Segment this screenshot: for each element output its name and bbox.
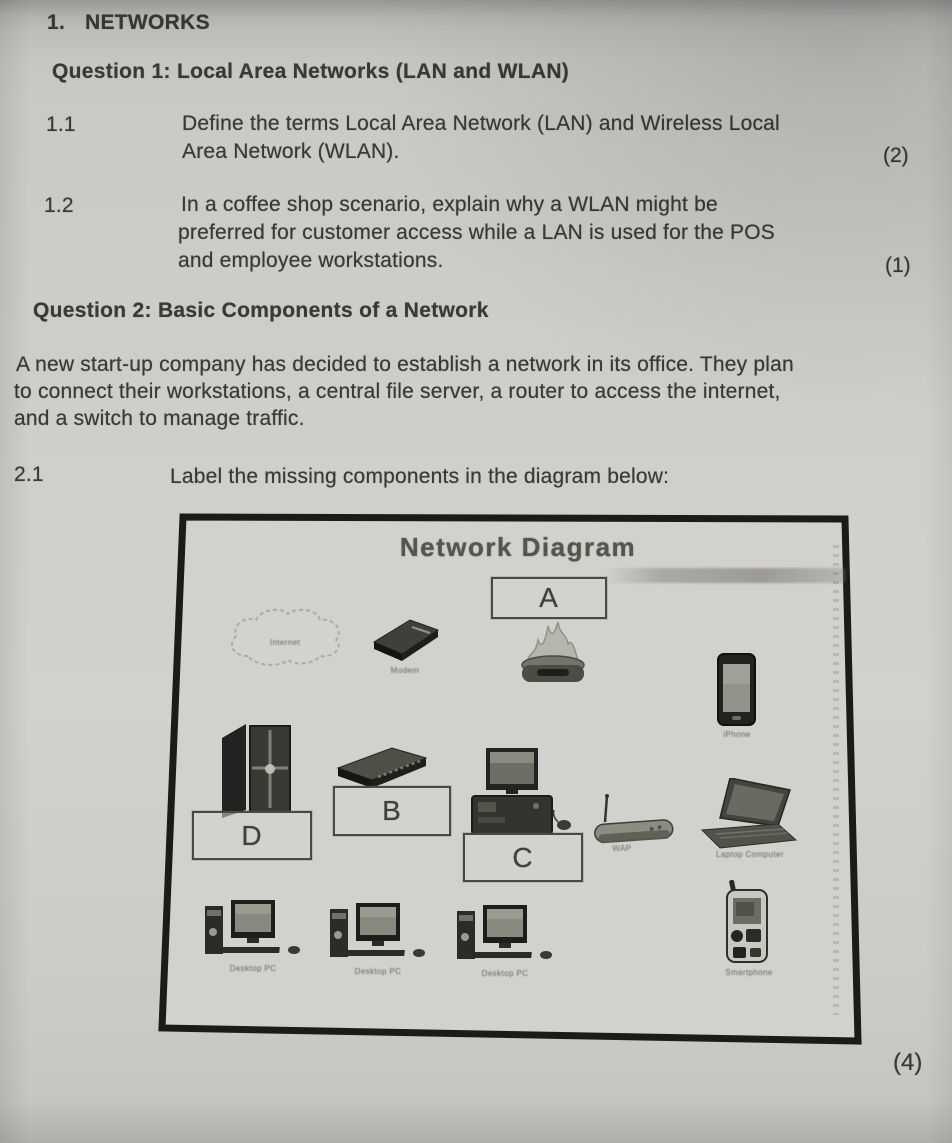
desktop-pc-caption-1: Desktop PC — [229, 964, 277, 973]
modem-icon — [372, 619, 440, 661]
item-1-2-marks: (1) — [885, 254, 911, 277]
item-2-1-marks: (4) — [893, 1049, 923, 1076]
item-2-1-number: 2.1 — [14, 463, 44, 486]
network-switch-icon — [336, 747, 428, 788]
label-box-c: C — [463, 833, 583, 882]
section-title: NETWORKS — [85, 11, 210, 34]
pda-handheld-icon — [726, 880, 768, 963]
item-1-1-marks: (2) — [883, 144, 909, 167]
laptop-icon — [700, 778, 798, 849]
item-1-2-number: 1.2 — [44, 194, 74, 217]
diagram-title: Network Diagram — [399, 532, 637, 562]
desktop-pc-icon — [205, 900, 300, 954]
section-number: 1. — [47, 11, 66, 34]
desktop-pc-caption-3: Desktop PC — [481, 969, 529, 978]
question2-heading: Question 2: Basic Components of a Networ… — [33, 299, 489, 322]
smartphone-iphone-caption: iPhone — [723, 730, 751, 739]
label-box-b-letter: B — [382, 795, 402, 826]
label-box-d-letter: D — [241, 819, 263, 851]
desktop-pc-caption-2: Desktop PC — [354, 967, 402, 976]
wireless-access-point-caption: WAP — [612, 844, 632, 853]
item-1-1-line-1: Define the terms Local Area Network (LAN… — [182, 112, 780, 135]
label-box-d: D — [192, 811, 312, 860]
question2-intro-line-1: A new start-up company has decided to es… — [16, 353, 794, 376]
wireless-access-point-icon — [594, 794, 674, 844]
pda-caption: Smartphone — [725, 968, 773, 977]
smartphone-icon — [717, 653, 756, 726]
desktop-computer-icon — [471, 748, 571, 835]
desktop-pc-icon — [457, 905, 552, 959]
item-2-1-text: Label the missing components in the diag… — [170, 465, 670, 488]
item-1-2-line-3: and employee workstations. — [178, 249, 444, 272]
scan-streak-artifact — [606, 568, 846, 583]
item-1-1-number: 1.1 — [46, 113, 76, 136]
internet-cloud-caption: Internet — [269, 638, 301, 647]
question2-intro-line-2: to connect their workstations, a central… — [14, 380, 781, 403]
label-box-a-letter: A — [539, 582, 559, 613]
modem-caption: Modem — [390, 666, 420, 675]
scan-ghost-text-artifact — [833, 545, 839, 1015]
item-1-2-line-1: In a coffee shop scenario, explain why a… — [181, 193, 718, 216]
item-1-2-line-2: preferred for customer access while a LA… — [178, 221, 775, 244]
question2-intro-line-3: and a switch to manage traffic. — [14, 407, 305, 430]
desktop-pc-icon — [330, 903, 425, 957]
item-1-1-line-2: Area Network (WLAN). — [182, 140, 400, 163]
internet-cloud-icon — [231, 608, 340, 666]
laptop-caption: Laptop Computer — [716, 850, 784, 859]
server-tower-icon — [222, 724, 291, 818]
label-box-b: B — [333, 786, 451, 836]
firewall-icon — [521, 621, 585, 682]
label-box-a: A — [491, 577, 607, 619]
label-box-c-letter: C — [512, 841, 534, 873]
question1-heading: Question 1: Local Area Networks (LAN and… — [52, 60, 570, 83]
